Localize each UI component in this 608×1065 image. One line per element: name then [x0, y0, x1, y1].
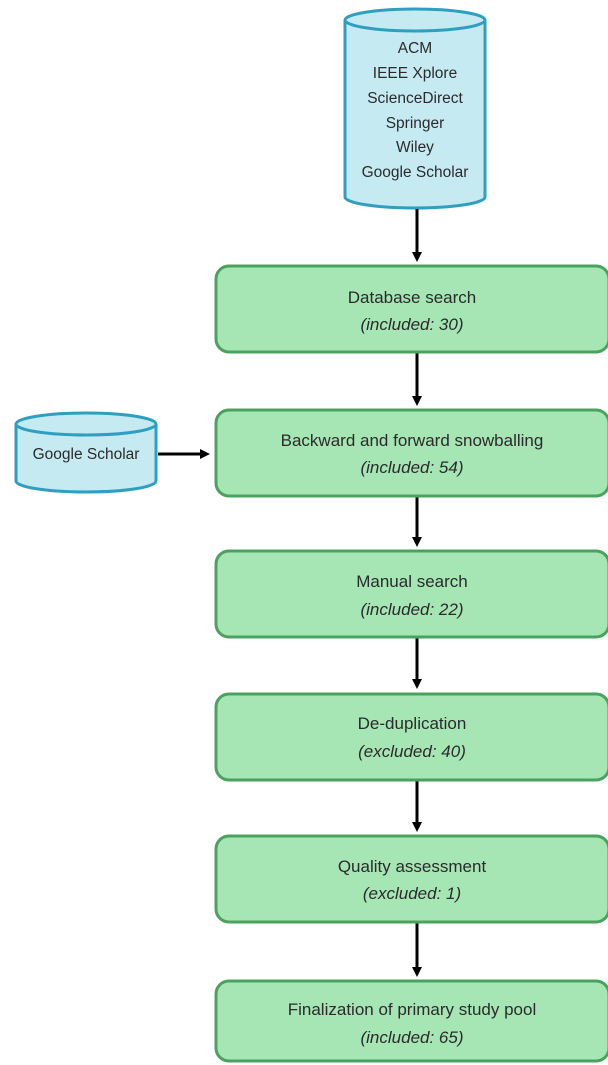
step-title: Manual search — [356, 572, 468, 591]
step-title: Finalization of primary study pool — [288, 1000, 537, 1019]
step-title: Backward and forward snowballing — [281, 431, 544, 450]
step-count: (included: 54) — [360, 458, 463, 477]
step-box — [214, 834, 608, 924]
database-label: ScienceDirect — [367, 90, 463, 107]
step-count: (excluded: 40) — [358, 742, 466, 761]
database-label: ACM — [398, 40, 432, 57]
step-box — [214, 979, 608, 1063]
step-count: (excluded: 1) — [363, 884, 461, 903]
step-box — [214, 408, 608, 498]
database-label: Google Scholar — [362, 164, 469, 181]
main-database-top — [343, 7, 487, 33]
step-count: (included: 30) — [360, 315, 463, 334]
step-title: De-duplication — [358, 714, 467, 733]
database-label: IEEE Xplore — [373, 65, 457, 82]
main-database-body — [343, 20, 487, 210]
step-count: (included: 22) — [360, 600, 463, 619]
step-quality-assessment: Quality assessment (excluded: 1) — [214, 834, 608, 924]
step-box — [214, 264, 608, 354]
step-box — [214, 692, 608, 782]
step-box — [214, 549, 608, 639]
snowball-database-label: Google Scholar — [33, 446, 140, 463]
snowball-database-cylinder: Google Scholar — [14, 411, 158, 494]
snowball-database-top — [14, 411, 158, 437]
step-manual-search: Manual search (included: 22) — [214, 549, 608, 639]
database-label: Wiley — [396, 139, 434, 156]
snowball-database-body — [14, 424, 158, 494]
step-database-search: Database search (included: 30) — [214, 264, 608, 354]
step-de-duplication: De-duplication (excluded: 40) — [214, 692, 608, 782]
database-label: Springer — [386, 115, 445, 132]
step-finalization: Finalization of primary study pool (incl… — [214, 979, 608, 1063]
step-title: Quality assessment — [338, 857, 487, 876]
step-title: Database search — [348, 288, 477, 307]
step-snowballing: Backward and forward snowballing (includ… — [214, 408, 608, 498]
main-database-cylinder: ACM IEEE Xplore ScienceDirect Springer W… — [343, 7, 487, 210]
step-count: (included: 65) — [360, 1028, 463, 1047]
